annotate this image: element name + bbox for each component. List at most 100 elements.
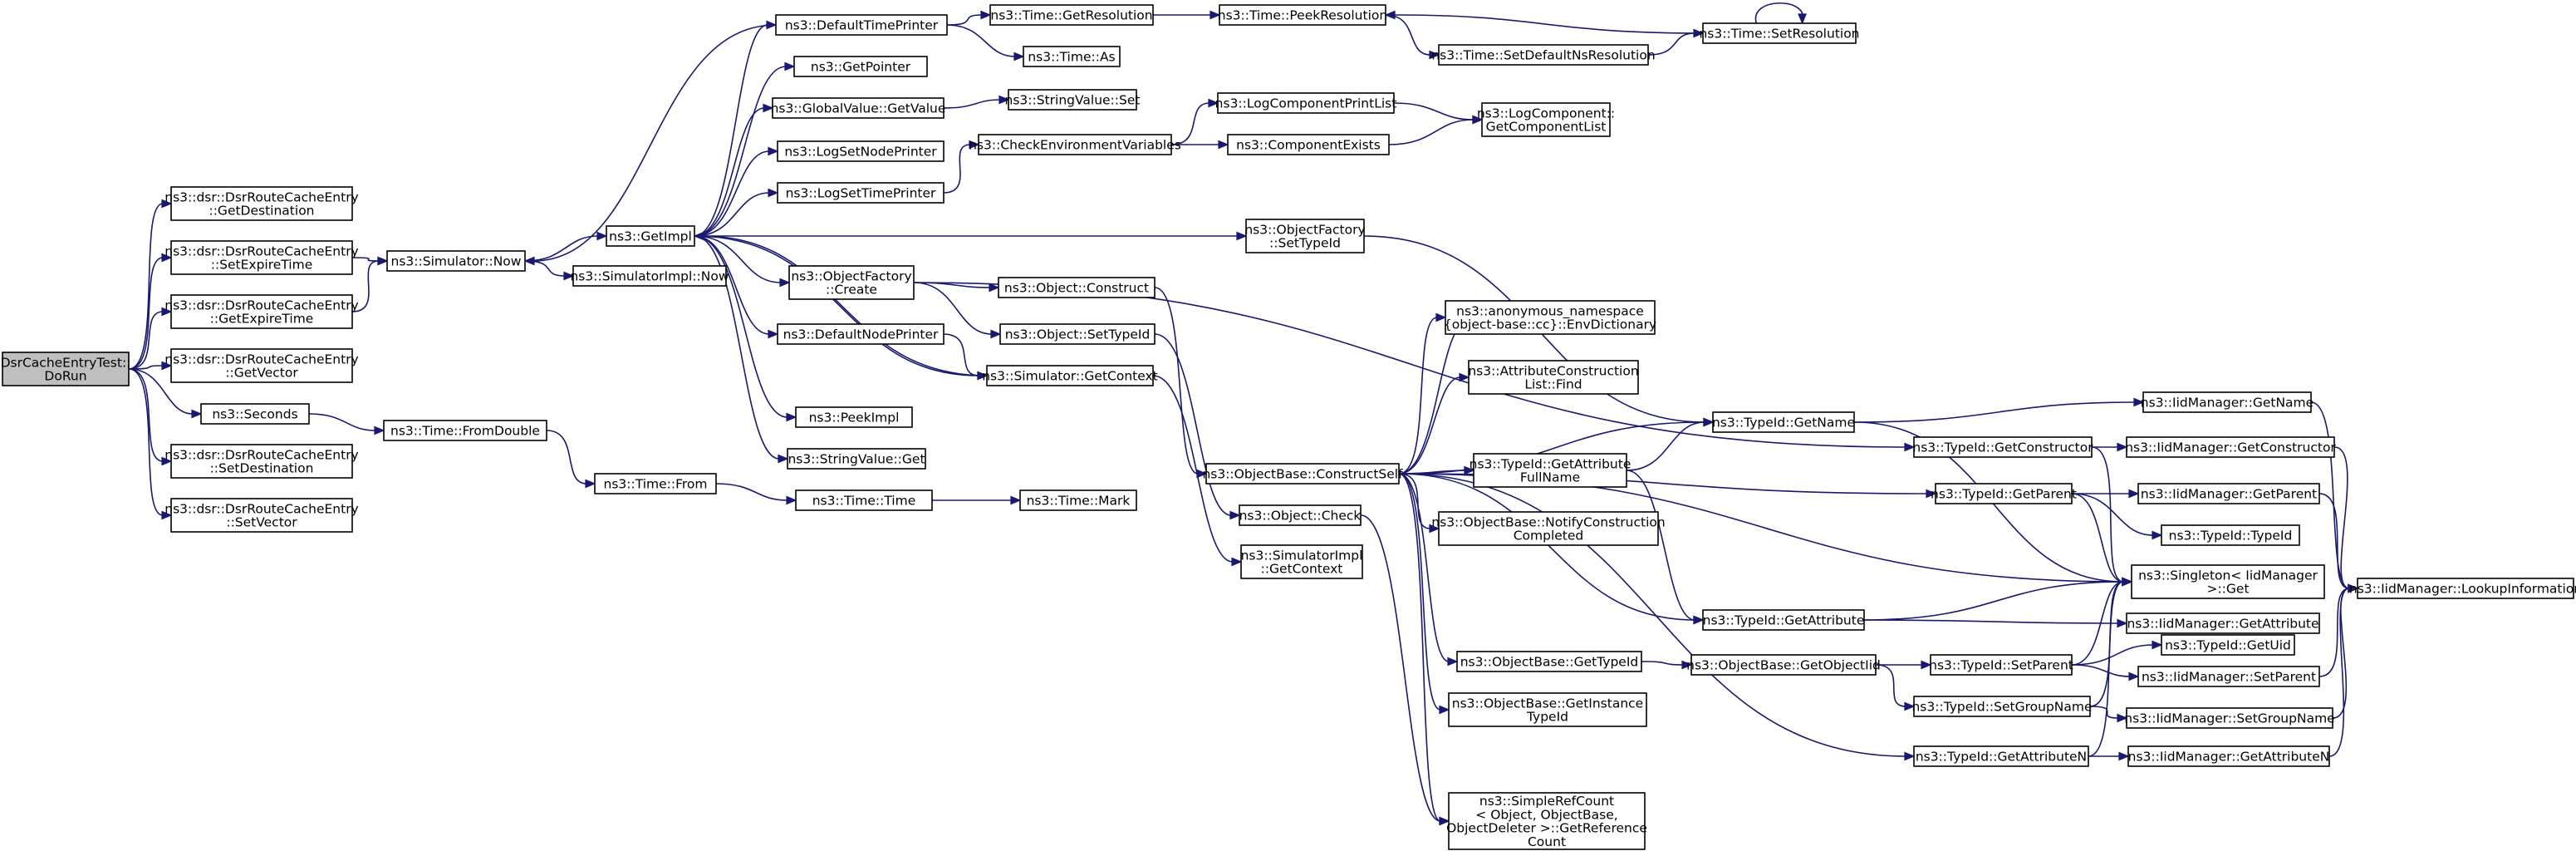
function-node-iidGetAttribute[interactable]: ns3::IidManager::GetAttribute: [2126, 612, 2320, 634]
function-node-timeFrom[interactable]: ns3::Time::From: [594, 473, 717, 494]
function-node-componentExists[interactable]: ns3::ComponentExists: [1227, 134, 1390, 155]
call-edge-root-to-seconds: [128, 368, 203, 419]
call-edge-simGetContext-to-simImplGetContext: [1152, 375, 1243, 567]
node-label: FullName: [1520, 470, 1580, 485]
function-node-iidSetGroupName[interactable]: ns3::IidManager::SetGroupName: [2124, 707, 2335, 729]
function-node-root[interactable]: DsrCacheEntryTest::DoRun: [1, 352, 131, 386]
function-node-iidGetName[interactable]: ns3::IidManager::GetName: [2141, 391, 2313, 413]
function-node-simGetContext[interactable]: ns3::Simulator::GetContext: [982, 365, 1158, 386]
node-box: [383, 420, 547, 441]
function-node-objFactoryCreate[interactable]: ns3::ObjectFactory::Create: [788, 265, 915, 300]
function-node-stringValueSet[interactable]: ns3::StringValue::Set: [1005, 89, 1141, 111]
node-label: ns3::StringValue::Get: [788, 452, 925, 467]
node-box: [1448, 792, 1646, 850]
function-node-typeIdSetGroupName[interactable]: ns3::TypeId::SetGroupName: [1911, 696, 2093, 717]
function-node-timeAs[interactable]: ns3::Time::As: [1023, 46, 1121, 67]
function-node-notifyConstructionCompleted[interactable]: ns3::ObjectBase::NotifyConstructionCompl…: [1431, 511, 1666, 546]
function-node-logSetTimePrinter[interactable]: ns3::LogSetTimePrinter: [777, 182, 945, 204]
function-node-setExpireTime[interactable]: ns3::dsr::DsrRouteCacheEntry::SetExpireT…: [164, 240, 359, 275]
function-node-objFactorySetTypeId[interactable]: ns3::ObjectFactory::SetTypeId: [1244, 219, 1366, 253]
function-node-simImplGetContext[interactable]: ns3::SimulatorImpl::GetContext: [1240, 544, 1363, 579]
call-edge-checkEnv-to-logCompPrintList: [1170, 98, 1219, 145]
function-node-getObjectIid[interactable]: ns3::ObjectBase::GetObjectIid: [1686, 654, 1881, 676]
call-edge-objConstruct-to-constructSelf: [1154, 287, 1208, 479]
function-node-typeIdGetAttribute[interactable]: ns3::TypeId::GetAttribute: [1702, 609, 1865, 631]
function-node-setDefaultNsResolution[interactable]: ns3::Time::SetDefaultNsResolution: [1431, 44, 1656, 66]
function-node-getResolution[interactable]: ns3::Time::GetResolution: [989, 4, 1154, 26]
function-node-typeIdTypeId[interactable]: ns3::TypeId::TypeId: [2161, 524, 2300, 546]
function-node-getReferenceCount[interactable]: ns3::SimpleRefCount< Object, ObjectBase,…: [1446, 792, 1647, 850]
node-box: [606, 225, 695, 247]
function-node-logCompPrintList[interactable]: ns3::LogComponentPrintList: [1215, 92, 1397, 114]
function-node-objConstruct[interactable]: ns3::Object::Construct: [998, 277, 1156, 298]
function-node-peekImpl[interactable]: ns3::PeekImpl: [795, 406, 913, 428]
function-node-envDictionary[interactable]: ns3::anonymous_namespace{object-base::cc…: [1444, 300, 1656, 335]
node-box: [1481, 102, 1611, 137]
node-box: [170, 186, 353, 221]
function-node-seconds[interactable]: ns3::Seconds: [200, 403, 310, 425]
node-box: [2142, 391, 2312, 413]
function-node-objCheck[interactable]: ns3::Object::Check: [1239, 504, 1362, 526]
function-node-lookupInformation[interactable]: ns3::IidManager::LookupInformation: [2349, 578, 2576, 599]
function-node-globalGetValue[interactable]: ns3::GlobalValue::GetValue: [771, 97, 946, 119]
function-node-defaultTimePrinter[interactable]: ns3::DefaultTimePrinter: [775, 14, 948, 36]
node-label: ns3::LogComponent::: [1477, 106, 1615, 121]
function-node-getExpireTime[interactable]: ns3::dsr::DsrRouteCacheEntry::GetExpireT…: [164, 294, 359, 329]
function-node-iidGetParent[interactable]: ns3::IidManager::GetParent: [2137, 483, 2320, 504]
function-node-objBaseGetTypeId[interactable]: ns3::ObjectBase::GetTypeId: [1456, 651, 1642, 672]
function-node-logSetNodePrinter[interactable]: ns3::LogSetNodePrinter: [777, 140, 945, 162]
node-label: ns3::ObjectBase::ConstructSelf: [1202, 467, 1403, 482]
call-edge-getImpl-to-peekImpl: [694, 235, 797, 422]
function-node-checkEnv[interactable]: ns3::CheckEnvironmentVariables: [969, 134, 1181, 155]
function-node-getPointer[interactable]: ns3::GetPointer: [793, 56, 928, 77]
call-edge-constructSelf-to-doSet: [1398, 316, 1479, 475]
node-box: [1227, 134, 1390, 155]
call-edge-typeIdSetGroupName-to-iidSetGroupName: [2089, 706, 2128, 723]
function-node-getVector[interactable]: ns3::dsr::DsrRouteCacheEntry::GetVector: [164, 348, 359, 383]
function-node-objSetTypeId[interactable]: ns3::Object::SetTypeId: [999, 323, 1156, 345]
function-node-getComponentList[interactable]: ns3::LogComponent::GetComponentList: [1477, 102, 1615, 137]
node-label: ns3::CheckEnvironmentVariables: [969, 138, 1181, 153]
function-node-typeIdSetParent[interactable]: ns3::TypeId::SetParent: [1929, 654, 2073, 676]
function-node-defaultNodePrinter[interactable]: ns3::DefaultNodePrinter: [777, 323, 945, 345]
node-label: ns3::Object::Check: [1239, 509, 1362, 524]
function-node-iidGetAttributeN[interactable]: ns3::IidManager::GetAttributeN: [2127, 745, 2330, 767]
node-label: GetComponentList: [1486, 120, 1607, 135]
function-node-simImplNow[interactable]: ns3::SimulatorImpl::Now: [570, 265, 729, 287]
function-node-typeIdGetParent[interactable]: ns3::TypeId::GetParent: [1931, 483, 2077, 504]
node-label: ns3::IidManager::SetParent: [2142, 670, 2316, 685]
node-box: [594, 473, 717, 494]
function-node-timeTime[interactable]: ns3::Time::Time: [795, 489, 933, 511]
function-node-getDestination[interactable]: ns3::dsr::DsrRouteCacheEntry::GetDestina…: [164, 186, 359, 221]
function-node-typeIdGetConstructor[interactable]: ns3::TypeId::GetConstructor: [1912, 436, 2093, 458]
node-label: ::SetVector: [226, 515, 297, 530]
function-node-typeIdGetUid[interactable]: ns3::TypeId::GetUid: [2161, 634, 2295, 656]
function-node-typeIdGetName[interactable]: ns3::TypeId::GetName: [1712, 411, 1855, 433]
call-edge-componentExists-to-getComponentList: [1388, 115, 1484, 145]
function-node-setResolution[interactable]: ns3::Time::SetResolution: [1699, 22, 1860, 44]
node-box: [2161, 634, 2295, 656]
node-box: [2126, 612, 2320, 634]
node-label: Completed: [1514, 529, 1584, 544]
node-label: ns3::IidManager::LookupInformation: [2349, 582, 2576, 597]
call-edge-checkEnv-to-componentExists: [1171, 140, 1229, 150]
function-node-singletonGet[interactable]: ns3::Singleton< IidManager>::Get: [2131, 564, 2325, 599]
function-node-setVector[interactable]: ns3::dsr::DsrRouteCacheEntry::SetVector: [164, 498, 359, 533]
function-node-constructSelf[interactable]: ns3::ObjectBase::ConstructSelf: [1202, 463, 1403, 485]
function-node-getImpl[interactable]: ns3::GetImpl: [606, 225, 695, 247]
function-node-timeMark[interactable]: ns3::Time::Mark: [1019, 489, 1137, 511]
function-node-stringValueGet[interactable]: ns3::StringValue::Get: [787, 448, 926, 470]
node-box: [1023, 46, 1121, 67]
function-node-iidSetParent[interactable]: ns3::IidManager::SetParent: [2137, 666, 2320, 687]
call-edge-getImpl-to-defaultNodePrinter: [694, 235, 779, 339]
function-node-fromDouble[interactable]: ns3::Time::FromDouble: [383, 420, 547, 441]
function-node-peekResolution[interactable]: ns3::Time::PeekResolution: [1218, 4, 1387, 26]
function-node-iidGetConstructor[interactable]: ns3::IidManager::GetConstructor: [2125, 436, 2336, 458]
node-label: ns3::dsr::DsrRouteCacheEntry: [164, 352, 358, 366]
function-node-typeIdGetAttributeN[interactable]: ns3::TypeId::GetAttributeN: [1913, 745, 2089, 767]
function-node-simNow[interactable]: ns3::Simulator::Now: [386, 250, 526, 272]
function-node-setDestination[interactable]: ns3::dsr::DsrRouteCacheEntry::SetDestina…: [164, 444, 359, 479]
